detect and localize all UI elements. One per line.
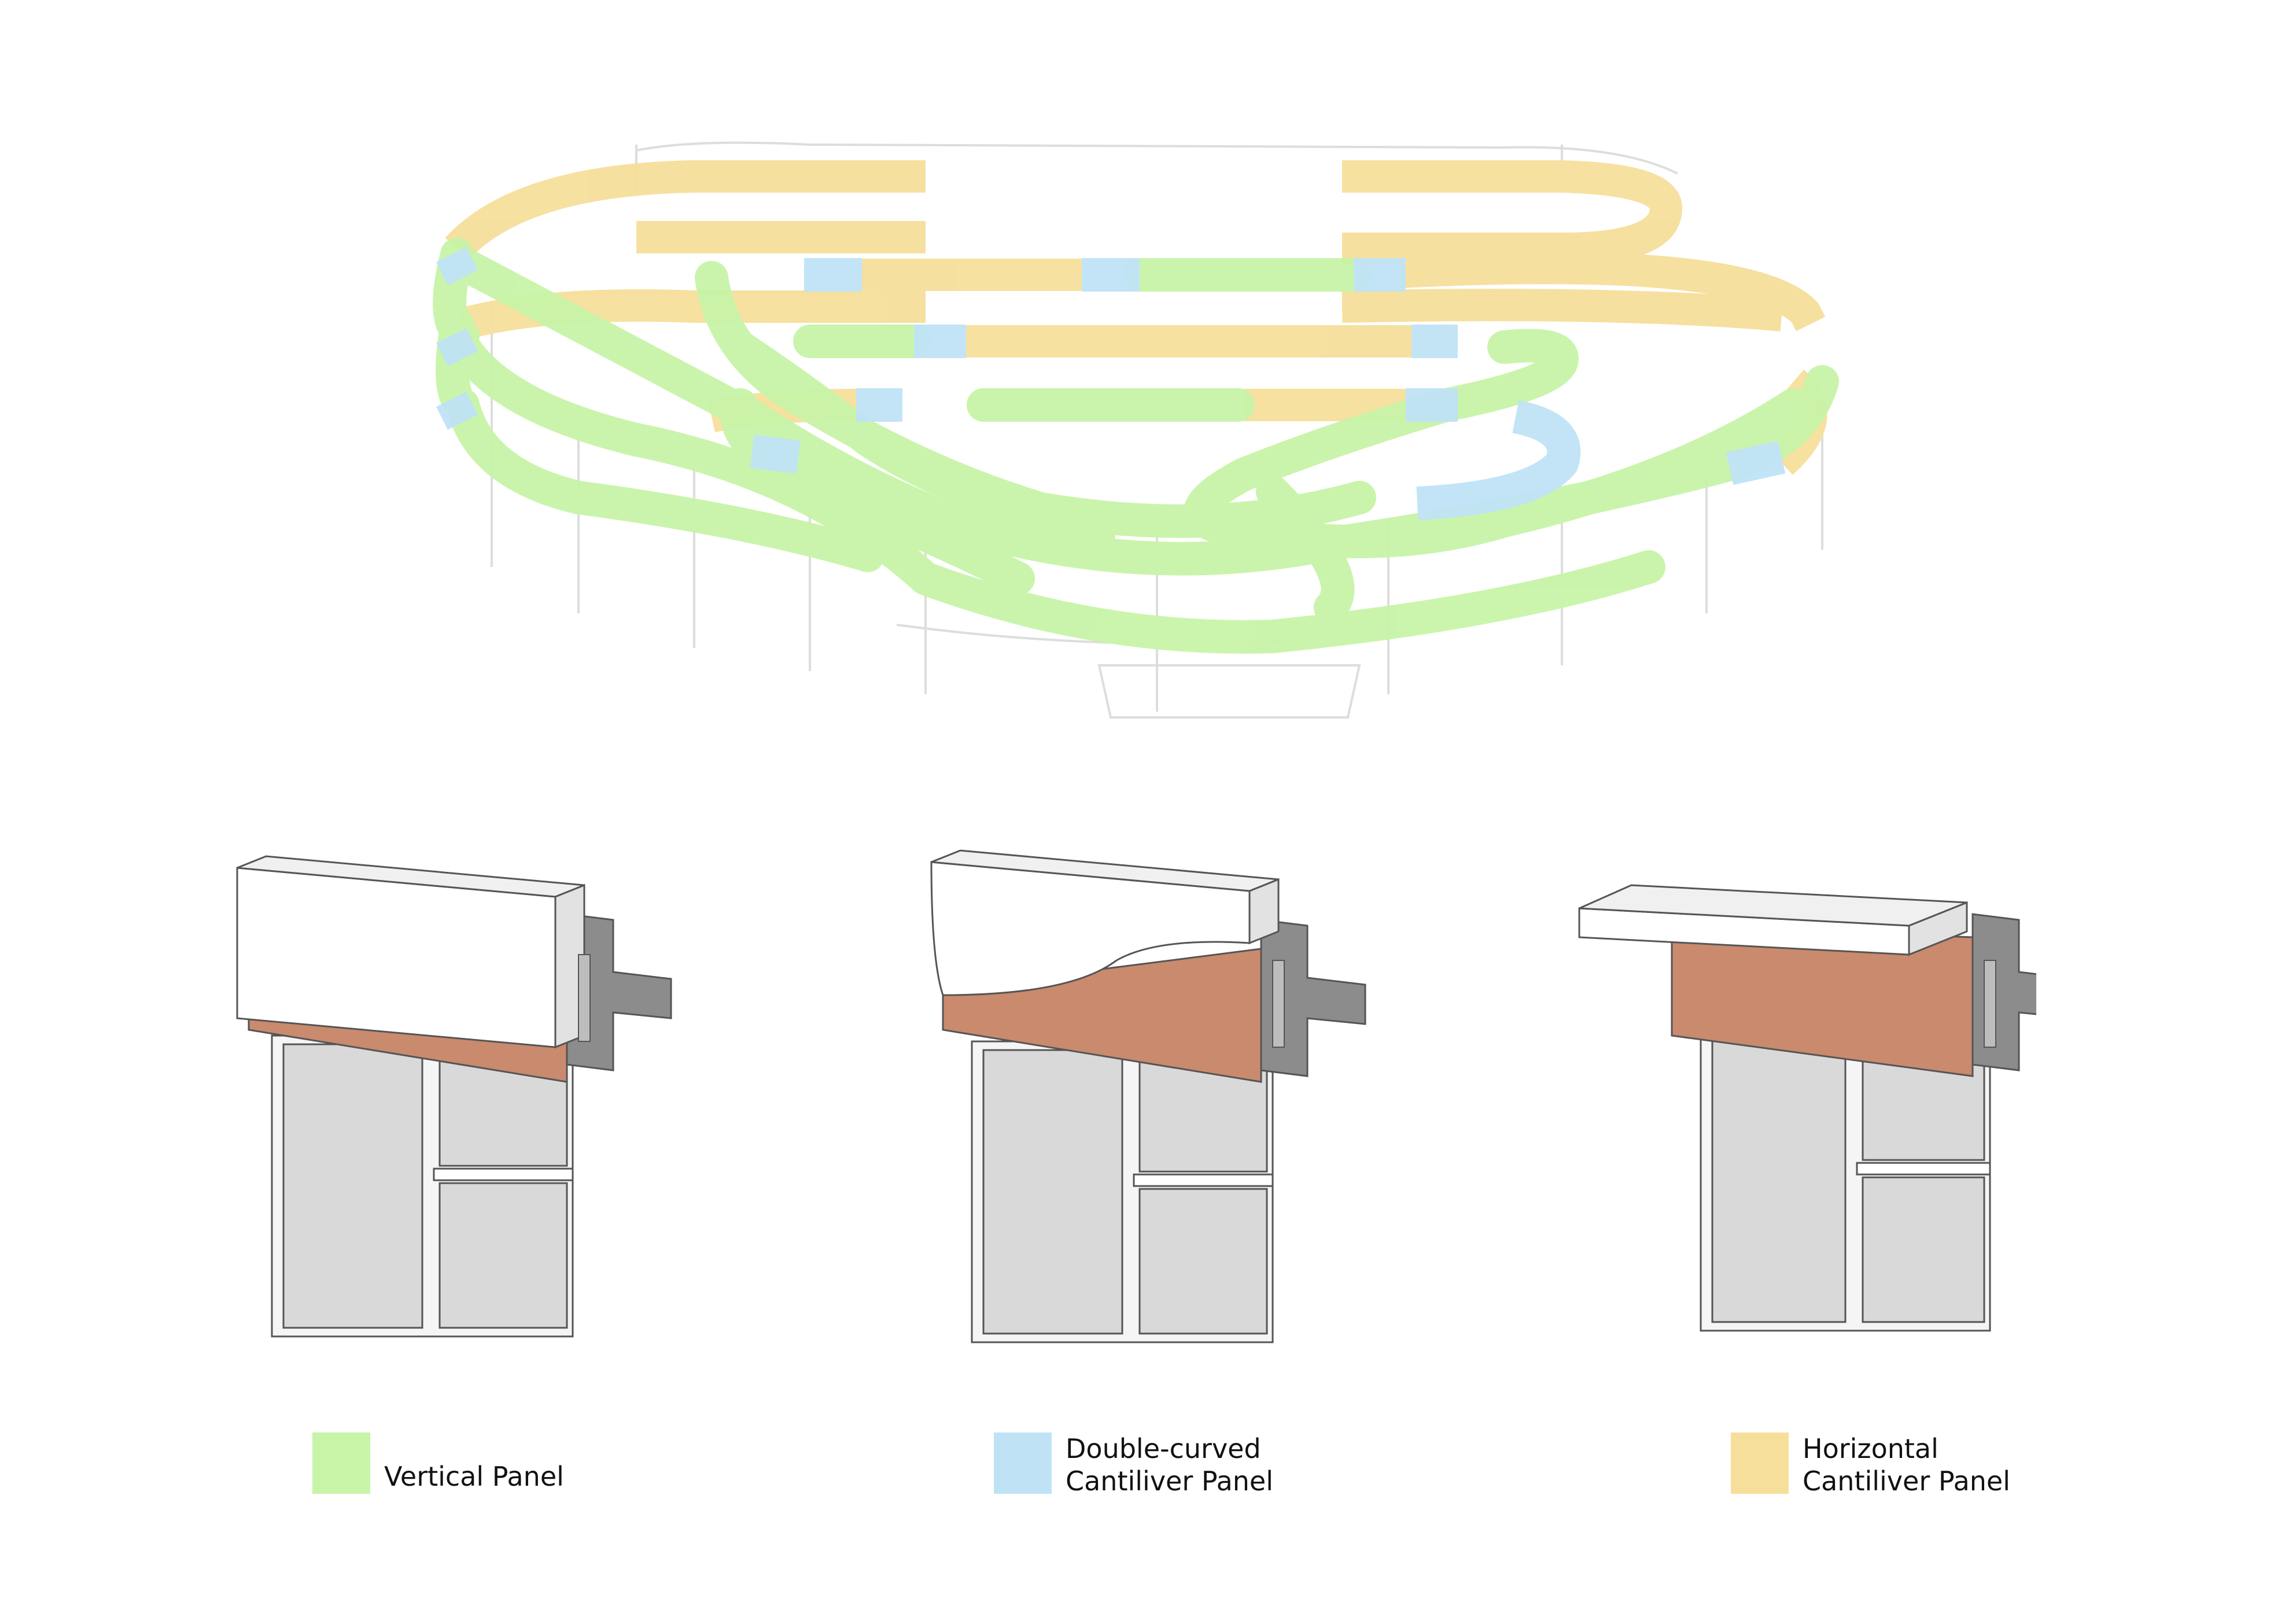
mullion-bracket <box>578 954 591 1042</box>
legend-label-line: Double-curved <box>1066 1433 1261 1464</box>
double-curved-cantilever-segments <box>436 247 1786 520</box>
legend-swatch-blue <box>994 1432 1052 1494</box>
window-frame <box>271 1034 574 1338</box>
legend-item-horizontal-panel: Horizontal Cantiliver Panel <box>1731 1432 2010 1497</box>
mullion-bracket <box>1984 960 1996 1048</box>
double-curved-panel-block <box>930 861 1251 996</box>
horizontal-panel-detail <box>1578 884 2036 1332</box>
legend-swatch-yellow <box>1731 1432 1789 1494</box>
legend-label: Double-curved Cantiliver Panel <box>1066 1432 1273 1497</box>
vertical-panel-block <box>236 867 557 1048</box>
legend-label-line: Horizontal <box>1803 1433 1938 1464</box>
legend-swatch-green <box>312 1432 370 1494</box>
window-frame <box>1700 1029 1991 1332</box>
concrete-slab <box>1260 919 1366 1077</box>
vertical-panel-bands <box>433 238 1839 654</box>
legend-label-line: Cantiliver Panel <box>1066 1465 1273 1497</box>
mullion-bracket <box>1272 960 1285 1048</box>
window-frame <box>971 1040 1274 1343</box>
legend-item-vertical-panel: Vertical Panel <box>312 1432 564 1494</box>
vertical-panel-detail <box>236 855 672 1338</box>
double-curved-panel-detail <box>930 849 1366 1343</box>
legend-label: Horizontal Cantiliver Panel <box>1803 1432 2010 1497</box>
legend-label: Vertical Panel <box>384 1432 564 1493</box>
legend-label-line: Cantiliver Panel <box>1803 1465 2010 1497</box>
concrete-slab <box>1971 913 2036 1071</box>
building-massing-axonometric <box>433 141 1839 719</box>
concrete-slab <box>566 913 672 1071</box>
legend-label-line: Vertical Panel <box>384 1461 564 1492</box>
legend-item-double-curved-panel: Double-curved Cantiliver Panel <box>994 1432 1273 1497</box>
horizontal-cantilever-bands <box>445 160 1827 475</box>
